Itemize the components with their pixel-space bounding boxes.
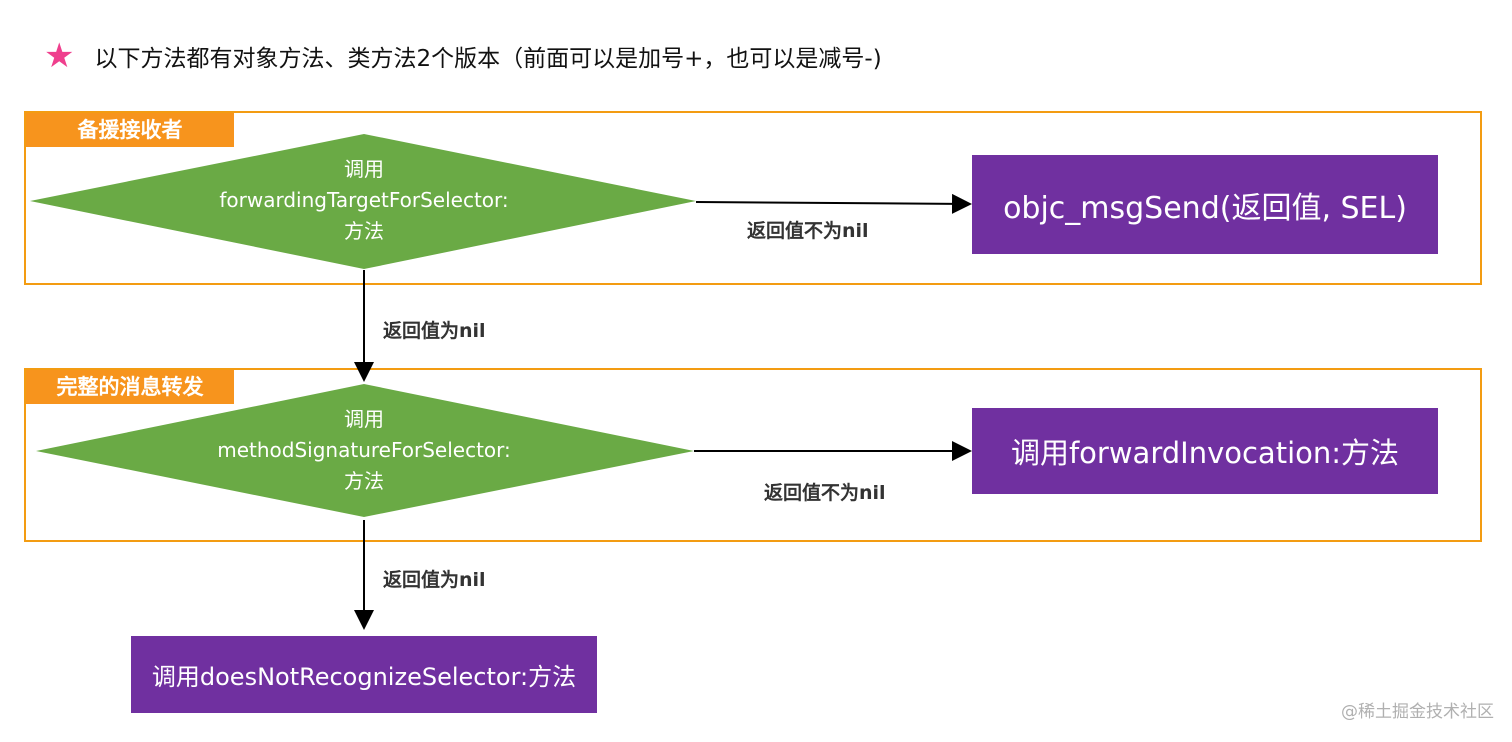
section-backup-receiver: 备援接收者 [24,111,1482,285]
decision-line-2: forwardingTargetForSelector: [219,187,509,212]
section-full-forwarding: 完整的消息转发 [24,368,1482,542]
star-icon: ★ [44,36,75,76]
edge-label-not-nil-2: 返回值不为nil [764,482,886,504]
decision-diamond-forwarding-target [30,134,696,269]
section-label-full-forwarding: 完整的消息转发 [26,370,234,404]
decision-line-2: methodSignatureForSelector: [217,437,511,462]
decision-text-forwarding-target: 调用 forwardingTargetForSelector: 方法 [164,152,564,248]
decision-line-3: 方法 [344,218,384,243]
decision-line-1: 调用 [344,406,384,431]
watermark: @稀土掘金技术社区 [1341,702,1494,722]
decision-line-1: 调用 [344,156,384,181]
note-text: 以下方法都有对象方法、类方法2个版本（前面可以是加号+，也可以是减号-) [94,46,882,72]
does-not-recognize-box: 调用doesNotRecognizeSelector:方法 [131,636,597,713]
decision-text-method-signature: 调用 methodSignatureForSelector: 方法 [164,402,564,498]
decision-diamond-method-signature [36,384,694,517]
edge-label-not-nil-1: 返回值不为nil [747,220,869,242]
edge-label-nil-1: 返回值为nil [383,320,486,342]
forward-invocation-box: 调用forwardInvocation:方法 [972,408,1438,494]
objc-msgsend-box: objc_msgSend(返回值, SEL) [972,155,1438,254]
note: ★ 以下方法都有对象方法、类方法2个版本（前面可以是加号+，也可以是减号-) [44,36,882,76]
section-label-backup-receiver: 备援接收者 [26,113,234,147]
arrow-to-objc-msgsend [695,193,972,214]
decision-line-3: 方法 [344,468,384,493]
edge-label-nil-2: 返回值为nil [383,569,486,591]
